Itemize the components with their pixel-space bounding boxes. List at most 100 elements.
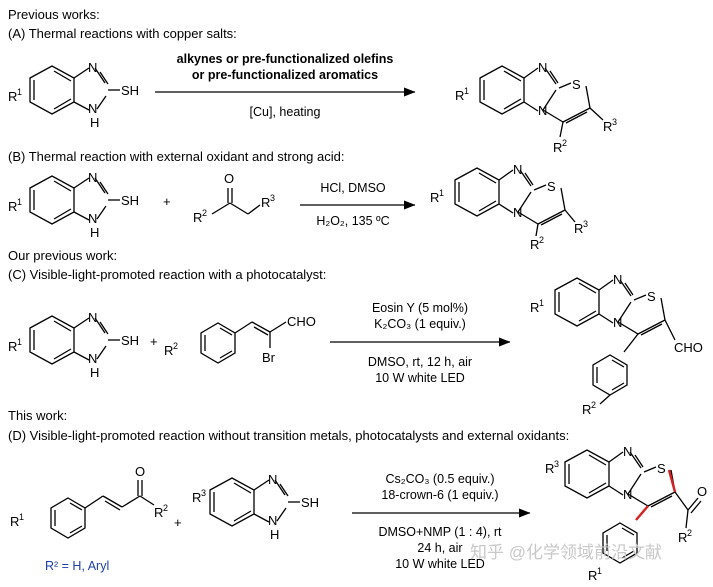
- svg-text:O: O: [697, 484, 707, 499]
- svg-text:R: R: [574, 221, 583, 236]
- svg-text:2: 2: [687, 528, 692, 538]
- svg-text:R: R: [678, 530, 687, 545]
- svg-text:N: N: [268, 472, 277, 487]
- condition-d-top1: Cs₂CO₃ (0.5 equiv.): [385, 472, 494, 486]
- new-cc-bond: [635, 505, 649, 521]
- condition-c-bottom1: DMSO, rt, 12 h, air: [368, 355, 472, 369]
- header-this-work: This work:: [8, 408, 67, 423]
- new-cs-bond: [667, 469, 677, 493]
- svg-text:N: N: [268, 513, 277, 528]
- svg-text:N: N: [88, 310, 97, 325]
- header-previous-works: Previous works:: [8, 7, 100, 22]
- svg-text:S: S: [657, 461, 666, 476]
- header-section-a: (A) Thermal reactions with copper salts:: [8, 26, 237, 41]
- svg-text:1: 1: [539, 298, 544, 308]
- svg-text:N: N: [88, 211, 97, 226]
- svg-text:R: R: [192, 490, 201, 505]
- plus-b: +: [163, 194, 171, 209]
- svg-text:N: N: [88, 170, 97, 185]
- svg-text:S: S: [572, 77, 581, 92]
- svg-text:H: H: [90, 365, 99, 380]
- svg-text:R: R: [588, 568, 597, 583]
- svg-text:S: S: [647, 289, 656, 304]
- svg-text:N: N: [88, 351, 97, 366]
- product-c-formyl-benzimidazothiazole: R 1 N N S CHO R 2: [530, 272, 703, 417]
- svg-text:R: R: [430, 190, 439, 205]
- header-our-previous-work: Our previous work:: [8, 248, 117, 263]
- svg-text:R: R: [455, 88, 464, 103]
- svg-text:1: 1: [439, 188, 444, 198]
- svg-text:N: N: [613, 315, 622, 330]
- svg-text:2: 2: [173, 341, 178, 351]
- svg-text:CHO: CHO: [674, 340, 703, 355]
- svg-text:N: N: [623, 487, 632, 502]
- svg-text:1: 1: [17, 337, 22, 347]
- svg-text:1: 1: [597, 566, 602, 576]
- svg-text:SH: SH: [121, 83, 139, 98]
- product-b-benzimidazothiazole: R 1 N N S R 3 R 2: [430, 162, 588, 252]
- condition-b-bottom: H₂O₂, 135 ºC: [316, 214, 389, 228]
- r2-definition-label: R² = H, Aryl: [45, 559, 109, 573]
- reactant-d-enone: R 1 O R 2 R² = H, Aryl: [10, 464, 168, 573]
- svg-text:R: R: [603, 119, 612, 134]
- svg-text:R: R: [8, 89, 17, 104]
- svg-text:2: 2: [539, 235, 544, 245]
- svg-text:N: N: [88, 60, 97, 75]
- svg-text:N: N: [538, 60, 547, 75]
- svg-text:N: N: [513, 205, 522, 220]
- svg-text:3: 3: [554, 459, 559, 469]
- watermark: 知乎 @化学领域前沿文献: [470, 543, 662, 562]
- reactant-a-benzimidazolethiol: R 1 N N H SH: [8, 60, 139, 130]
- condition-d-top2: 18-crown-6 (1 equiv.): [381, 488, 498, 502]
- product-a-benzimidazothiazole: R 1 N N S R 3 R 2: [455, 60, 617, 155]
- svg-text:1: 1: [19, 512, 24, 522]
- svg-text:R: R: [261, 195, 270, 210]
- svg-text:H: H: [90, 115, 99, 130]
- svg-text:H: H: [90, 225, 99, 240]
- condition-c-bottom2: 10 W white LED: [375, 371, 465, 385]
- condition-d-bottom1: DMSO+NMP (1 : 4), rt: [378, 525, 502, 539]
- svg-text:SH: SH: [121, 193, 139, 208]
- svg-text:R: R: [530, 237, 539, 252]
- svg-text:N: N: [538, 103, 547, 118]
- svg-text:R: R: [10, 514, 19, 529]
- reactant-c-bromocinnamaldehyde: R 2 CHO Br: [164, 314, 316, 365]
- svg-text:O: O: [224, 171, 234, 186]
- condition-a-top1: alkynes or pre-functionalized olefins: [177, 52, 394, 66]
- svg-text:1: 1: [17, 197, 22, 207]
- svg-text:O: O: [135, 464, 145, 479]
- svg-text:2: 2: [163, 503, 168, 513]
- svg-text:3: 3: [270, 193, 275, 203]
- svg-text:SH: SH: [121, 333, 139, 348]
- reactant-b-benzimidazolethiol: R 1 N N H SH: [8, 170, 139, 240]
- plus-d: +: [174, 515, 182, 530]
- svg-text:2: 2: [591, 400, 596, 410]
- svg-text:R: R: [8, 199, 17, 214]
- svg-text:CHO: CHO: [287, 314, 316, 329]
- svg-text:N: N: [513, 162, 522, 177]
- svg-text:1: 1: [464, 86, 469, 96]
- condition-a-top2: or pre-functionalized aromatics: [192, 68, 378, 82]
- svg-text:N: N: [613, 272, 622, 287]
- reactant-c-benzimidazolethiol: R 1 N N H SH: [8, 310, 139, 380]
- svg-text:R: R: [193, 210, 202, 225]
- svg-text:1: 1: [17, 87, 22, 97]
- svg-text:N: N: [623, 444, 632, 459]
- header-section-d: (D) Visible-light-promoted reaction with…: [8, 428, 569, 443]
- reactant-b-ketone: O R 2 R 3: [193, 171, 275, 225]
- condition-d-bottom3: 10 W white LED: [395, 557, 485, 571]
- condition-d-bottom2: 24 h, air: [417, 541, 462, 555]
- condition-b-top: HCl, DMSO: [320, 181, 386, 195]
- svg-text:R: R: [553, 140, 562, 155]
- svg-text:3: 3: [583, 219, 588, 229]
- header-section-c: (C) Visible-light-promoted reaction with…: [8, 267, 326, 282]
- svg-text:SH: SH: [301, 495, 319, 510]
- condition-c-top2: K₂CO₃ (1 equiv.): [374, 317, 466, 331]
- svg-text:2: 2: [202, 208, 207, 218]
- svg-text:R: R: [8, 339, 17, 354]
- svg-text:3: 3: [201, 488, 206, 498]
- svg-text:R: R: [164, 343, 173, 358]
- svg-text:R: R: [582, 402, 591, 417]
- plus-c: +: [150, 334, 158, 349]
- header-section-b: (B) Thermal reaction with external oxida…: [8, 149, 344, 164]
